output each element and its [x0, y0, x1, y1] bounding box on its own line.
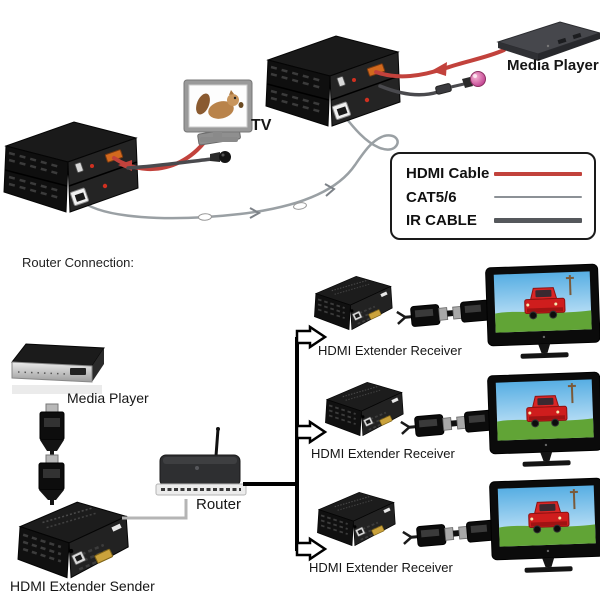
legend-line-0: [494, 171, 582, 176]
ir-emitter-stub: [450, 82, 465, 89]
media-player-bottom-label: Media Player: [67, 390, 149, 406]
tv-1: [484, 263, 600, 361]
router-label: Router: [196, 496, 242, 513]
hdmi-extender-box-left: [2, 120, 140, 214]
tv-2: [486, 371, 600, 469]
hdmi-plug-upper: [39, 403, 65, 455]
router-device: [155, 427, 247, 496]
legend-row-hdmi: HDMI Cable: [406, 165, 582, 182]
legend-line-1: [494, 196, 582, 198]
hdmi-extender-receiver-label-2: HDMI Extender Receiver: [311, 446, 455, 461]
media-player-bottom-device: [11, 343, 105, 394]
ir-eye-cable: [126, 157, 214, 170]
ir-receiver-eye: [210, 151, 231, 163]
branch-arrow-3: [295, 536, 328, 562]
tv-3: [488, 477, 600, 575]
tv-top: [183, 79, 253, 142]
hdmi-extender-receiver-label-1: HDMI Extender Receiver: [318, 343, 462, 358]
hdmi-extender-receiver-1: [313, 275, 394, 331]
legend-label-hdmi: HDMI Cable: [406, 165, 490, 182]
squirrel-picture: [196, 90, 244, 119]
hdmi-extender-box-right: [264, 34, 402, 128]
cat5-cable-couplers: [198, 202, 307, 221]
hdmi-extender-receiver-2: [324, 381, 405, 437]
ir-emitter-cable: [378, 84, 440, 97]
media-player-top-device: [496, 21, 600, 61]
ir-emitter: [462, 71, 486, 88]
cable-legend: HDMI Cable CAT5/6 IR CABLE: [390, 152, 596, 240]
hdmi-extender-sender-device: [16, 500, 130, 579]
cable-direction-chevrons: [249, 183, 336, 219]
branch-arrow-2: [295, 419, 328, 445]
hdmi-plug-pair-1: [395, 297, 504, 330]
hdmi-extender-sender-label: HDMI Extender Sender: [10, 578, 155, 594]
hdmi-plug-lower: [38, 454, 65, 505]
hdmi-extender-receiver-label-3: HDMI Extender Receiver: [309, 560, 453, 575]
sender-to-router-line: [122, 499, 188, 520]
legend-label-cat: CAT5/6: [406, 188, 457, 206]
media-player-top-label: Media Player: [507, 57, 599, 74]
cat5-cable: [77, 111, 399, 220]
legend-label-ir: IR CABLE: [406, 212, 477, 229]
hdmi-extender-receiver-3: [316, 491, 397, 547]
router-connection-title: Router Connection:: [22, 255, 135, 270]
tv-label: TV: [251, 117, 272, 134]
legend-row-ir: IR CABLE: [406, 212, 582, 229]
legend-row-cat: CAT5/6: [406, 189, 582, 206]
ir-cable-connector: [435, 83, 452, 95]
branch-arrow-1: [295, 324, 328, 350]
legend-line-2: [494, 218, 582, 223]
hdmi-cable-arrowhead-right: [431, 62, 447, 76]
